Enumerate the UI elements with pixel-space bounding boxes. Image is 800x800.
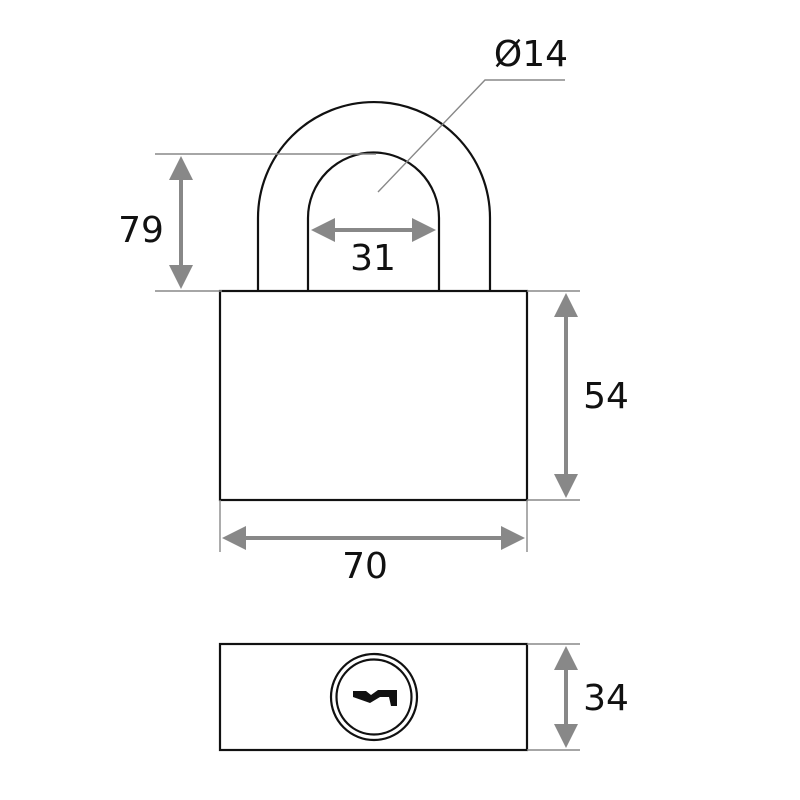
label-body-height: 54 bbox=[583, 376, 629, 417]
leader-line bbox=[377, 79, 565, 193]
label-body-depth: 34 bbox=[583, 678, 629, 719]
label-body-width: 70 bbox=[342, 546, 388, 587]
keyway-icon bbox=[353, 690, 397, 706]
keyhole-inner-ring bbox=[335, 658, 413, 736]
shackle-inner bbox=[306, 151, 441, 291]
label-shackle-diameter: Ø14 bbox=[494, 34, 568, 75]
padlock-body bbox=[218, 289, 529, 502]
label-shackle-width: 31 bbox=[350, 238, 396, 279]
label-shackle-height: 79 bbox=[118, 210, 164, 251]
shackle-outer bbox=[256, 100, 492, 291]
padlock-bottom-view bbox=[218, 642, 529, 752]
keyhole-outer-ring bbox=[329, 652, 419, 742]
